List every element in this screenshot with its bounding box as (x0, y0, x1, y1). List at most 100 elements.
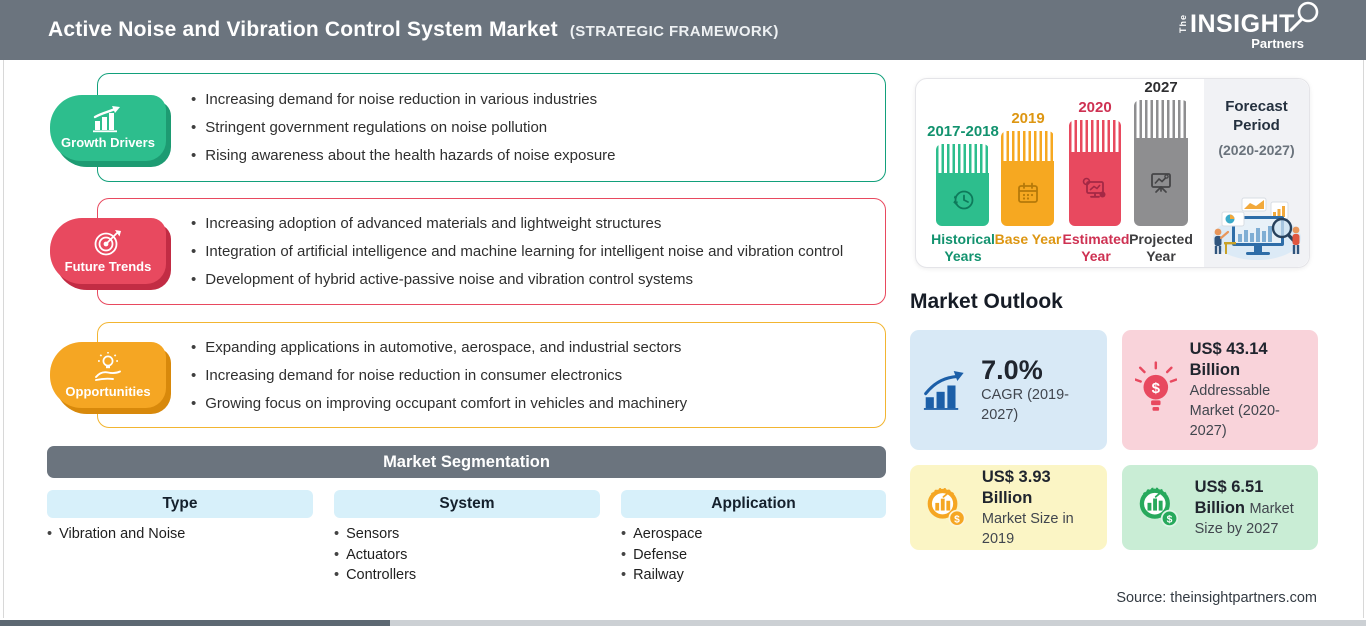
addressable-market-text: US$ 43.14 Billion Addressable Market (20… (1190, 339, 1305, 441)
cagr-growth-icon (923, 371, 964, 410)
system-items: Sensors Actuators Controllers (334, 524, 600, 586)
page-subtitle: (STRATEGIC FRAMEWORK) (569, 23, 779, 40)
forecast-period-panel: Forecast Period (2020-2027) (1204, 79, 1309, 267)
segment-column-type: Type (47, 490, 313, 518)
growth-driver-bullet: Stringent government regulations on nois… (191, 114, 885, 142)
growth-driver-bullet: Rising awareness about the health hazard… (191, 142, 885, 170)
hand-lightbulb-icon (95, 351, 121, 381)
segment-item: Vibration and Noise (47, 524, 313, 545)
opportunity-bullet: Increasing demand for noise reduction in… (191, 361, 885, 389)
growth-chart-icon (93, 106, 120, 133)
target-arrow-icon (94, 229, 121, 255)
opportunity-bullet: Growing focus on improving occupant comf… (191, 389, 885, 417)
calendar-icon (1017, 182, 1038, 203)
market-size-2019-card: $ US$ 3.93 Billion Market Size in 2019 (910, 465, 1107, 550)
market-size-2027-label: Market Size by 2027 (1194, 500, 1294, 537)
segment-column-system: System (334, 490, 600, 518)
opportunity-bullet: Expanding applications in automotive, ae… (191, 333, 885, 361)
historical-years-label: Historical Years (931, 231, 995, 264)
future-trends-box: Increasing adoption of advanced material… (97, 198, 886, 305)
estimated-year-label: Estimated Year (1062, 231, 1130, 264)
future-trends-badge: Future Trends (50, 218, 166, 284)
bar-stripes (1134, 100, 1188, 138)
svg-text:$: $ (1167, 514, 1173, 525)
logo-partners-text: Partners (1251, 36, 1304, 51)
segment-item: Railway (621, 565, 886, 586)
horizontal-scrollbar[interactable] (0, 620, 1366, 626)
growth-driver-bullet: Increasing demand for noise reduction in… (191, 86, 885, 114)
estimate-analytics-icon (1082, 177, 1106, 198)
projected-year-label: Projected Year (1129, 231, 1193, 264)
future-trends-label: Future Trends (64, 258, 152, 274)
market-outlook-title: Market Outlook (910, 290, 1063, 313)
cagr-label: CAGR (2019-2027) (981, 387, 1069, 423)
market-size-2027-text: US$ 6.51 Billion Market Size by 2027 (1195, 477, 1305, 539)
forecast-period-title: Forecast Period (1225, 98, 1288, 134)
source-attribution: Source: theinsightpartners.com (1116, 590, 1317, 606)
cagr-card: 7.0% CAGR (2019-2027) (910, 330, 1107, 450)
market-size-2019-value: US$ 3.93 Billion (981, 467, 1051, 507)
opportunities-box: Expanding applications in automotive, ae… (97, 322, 886, 428)
logo-the-text: The (1178, 14, 1188, 34)
future-trend-bullet: Increasing adoption of advanced material… (191, 210, 885, 238)
cagr-value: 7.0% (981, 355, 1043, 385)
segment-item: Controllers (334, 565, 600, 586)
scrollbar-thumb[interactable] (0, 620, 390, 626)
projected-year-bar (1134, 100, 1188, 226)
bar-stripes (1001, 131, 1054, 161)
market-size-2027-card: $ US$ 6.51 Billion Market Size by 2027 (1122, 465, 1318, 550)
historical-years-bar (936, 144, 989, 226)
bar-solid (1069, 152, 1121, 226)
estimated-year-bar (1069, 120, 1121, 226)
type-items: Vibration and Noise (47, 524, 313, 545)
bar-solid (1134, 138, 1188, 226)
addressable-market-card: $ US$ 43.14 Billion Addressable Market (… (1122, 330, 1318, 450)
base-year-label: Base Year (994, 231, 1062, 247)
future-trend-bullet: Integration of artificial intelligence a… (191, 238, 885, 266)
magnifier-chart-green-icon: $ (1139, 487, 1179, 527)
market-size-2019-text: US$ 3.93 Billion Market Size in 2019 (982, 467, 1094, 549)
header-title-wrap: Active Noise and Vibration Control Syste… (48, 18, 779, 42)
growth-drivers-label: Growth Drivers (61, 135, 155, 150)
projection-screen-icon (1151, 173, 1171, 193)
addressable-market-value: US$ 43.14 Billion (1189, 340, 1268, 379)
market-size-2019-label: Market Size in 2019 (981, 510, 1074, 547)
logo-insight-text: INSIGHT (1190, 10, 1295, 38)
growth-drivers-box: Increasing demand for noise reduction in… (97, 73, 886, 182)
historical-years-value: 2017-2018 (927, 123, 999, 140)
header-bar: Active Noise and Vibration Control Syste… (0, 0, 1366, 60)
bar-stripes (936, 144, 989, 173)
segment-item: Aerospace (621, 524, 886, 545)
opportunities-badge: Opportunities (50, 342, 166, 408)
bar-solid (1001, 161, 1054, 226)
bar-solid (936, 173, 989, 226)
segment-item: Defense (621, 545, 886, 566)
future-trend-bullet: Development of hybrid active-passive noi… (191, 266, 885, 294)
bulb-dollar-icon: $ (1135, 361, 1177, 411)
insight-partners-logo: The INSIGHT Partners (1178, 1, 1319, 54)
svg-text:$: $ (1152, 380, 1161, 397)
history-clock-icon (952, 190, 973, 209)
bar-stripes (1069, 120, 1121, 152)
market-size-2027-value: US$ 6.51 Billion (1194, 477, 1264, 517)
growth-drivers-badge: Growth Drivers (50, 95, 166, 161)
cagr-text: 7.0% CAGR (2019-2027) (981, 355, 1094, 425)
estimated-year-value: 2020 (1078, 99, 1112, 116)
base-year-bar (1001, 131, 1054, 226)
application-items: Aerospace Defense Railway (621, 524, 886, 586)
opportunities-label: Opportunities (65, 383, 151, 399)
segment-column-application: Application (621, 490, 886, 518)
base-year-value: 2019 (1011, 110, 1045, 127)
magnifier-chart-orange-icon: $ (927, 487, 966, 527)
addressable-market-label: Addressable Market (2020-2027) (1189, 383, 1280, 439)
market-segmentation-header: Market Segmentation (47, 446, 886, 478)
forecast-illustration (1213, 197, 1301, 260)
research-timeline-card: 2017-2018 Historical Years 2019 (915, 78, 1310, 268)
projected-year-value: 2027 (1144, 79, 1178, 96)
forecast-period-range: (2020-2027) (1218, 142, 1295, 158)
segment-item: Sensors (334, 524, 600, 545)
logo-magnifier-icon (1289, 1, 1319, 32)
page-title: Active Noise and Vibration Control Syste… (48, 18, 558, 41)
segment-item: Actuators (334, 545, 600, 566)
